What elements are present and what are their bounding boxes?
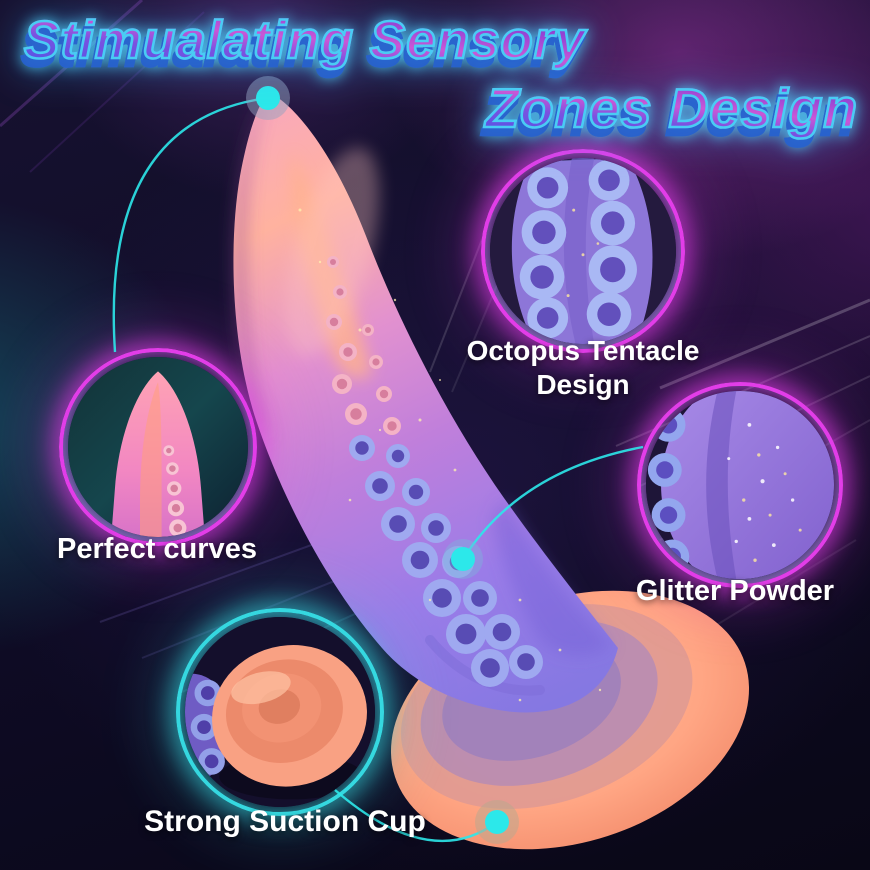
callout-circle-octopus-tentacle [481,149,685,353]
headline-line-1: Stimualating Sensory [23,10,587,72]
marker-dot-base [475,800,519,844]
marker-dot-tip [246,76,290,120]
label-perfect-curves: Perfect curves [57,533,257,565]
label-octopus-tentacle-design: Octopus Tentacle Design [466,335,700,401]
suction-cup-closeup-image [185,617,375,807]
callout-circle-glitter-powder [637,382,843,588]
headline-line-2: Zones Design [484,76,858,141]
connector-perfect-curves [112,96,269,353]
label-glitter-powder: Glitter Powder [635,575,835,607]
octopus-tentacle-closeup-image [490,158,676,344]
callout-circle-strong-suction-cup [176,608,384,816]
callout-circle-perfect-curves [59,348,257,546]
marker-dot-body [443,539,483,579]
perfect-curves-closeup-image [68,357,248,537]
connector-glitter-powder [461,445,644,560]
label-strong-suction-cup: Strong Suction Cup [144,805,426,838]
glitter-powder-closeup-image [646,391,834,579]
